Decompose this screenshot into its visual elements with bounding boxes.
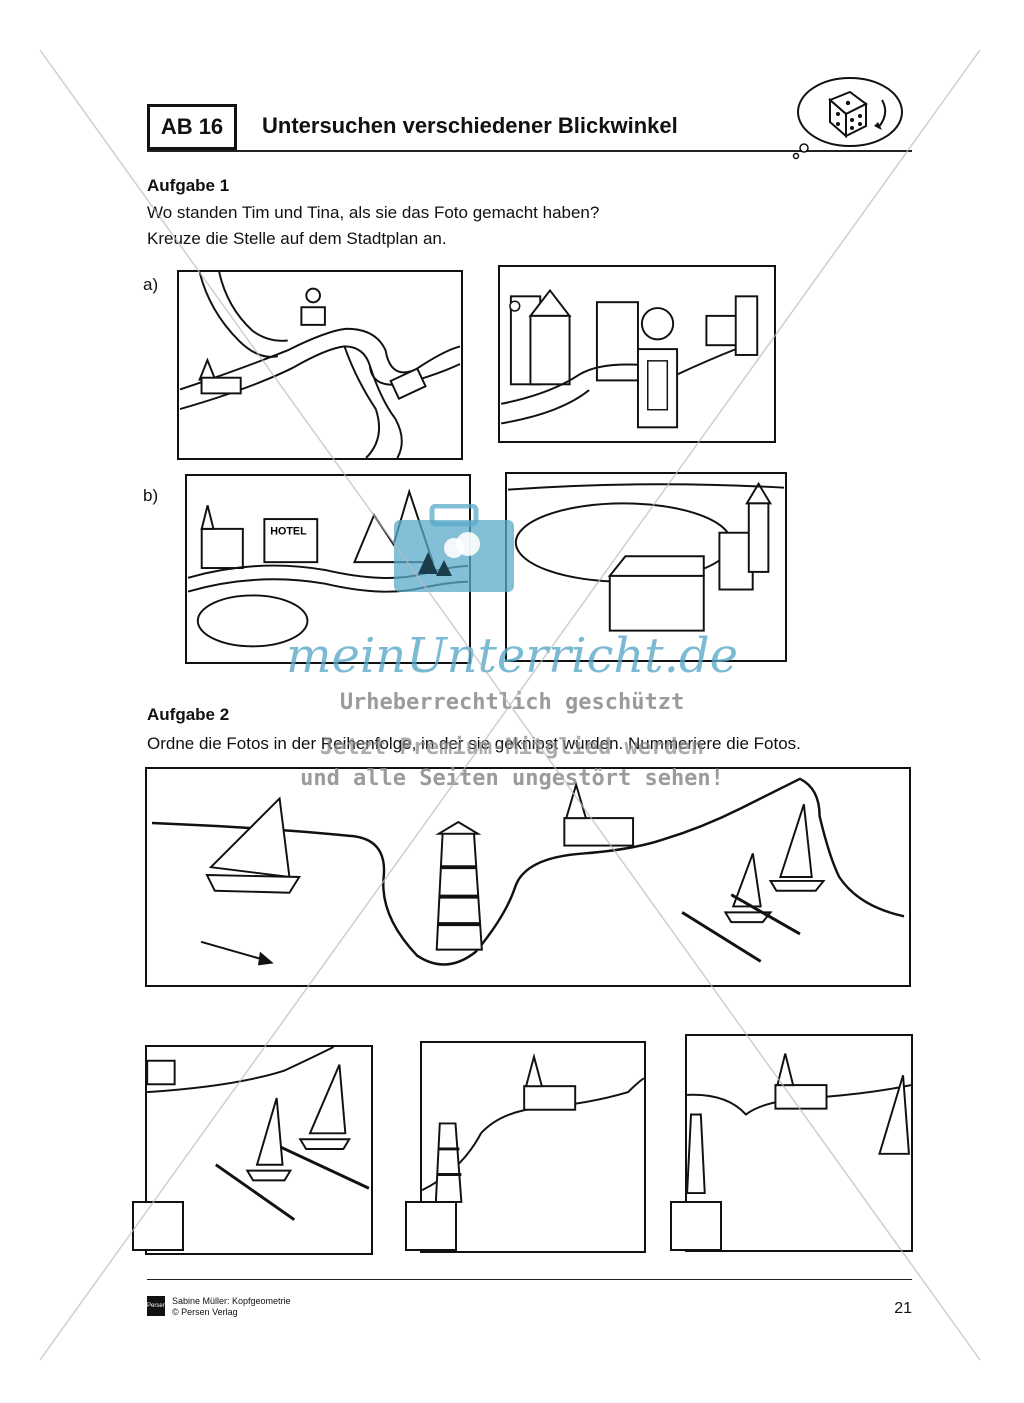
task1-line-1: Wo standen Tim und Tina, als sie das Fot…: [147, 203, 600, 222]
header-rule: [147, 150, 912, 152]
lake-photo-drawing: [507, 481, 785, 632]
photo-option-3: [685, 1034, 913, 1252]
task1-label-a: a): [143, 275, 159, 294]
footer-author: Sabine Müller: Kopfgeometrie: [172, 1296, 291, 1306]
photo-2-number-box[interactable]: [405, 1201, 457, 1251]
dice-thought-bubble-icon: [792, 77, 903, 160]
photo-a-town: [498, 265, 776, 443]
photo-1-number-box[interactable]: [132, 1201, 184, 1251]
footer-rule: [147, 1279, 912, 1280]
worksheet-title: Untersuchen verschiedener Blickwinkel: [262, 113, 678, 138]
task1-label-b: b): [143, 486, 159, 505]
photo-1-drawing: [147, 1047, 370, 1221]
task1-title: Aufgabe 1: [147, 176, 230, 195]
worksheet-badge: AB 16: [147, 104, 237, 150]
task2-title: Aufgabe 2: [147, 705, 230, 724]
footer-copyright: © Persen Verlag: [172, 1307, 238, 1317]
coast-overview-drawing: [145, 767, 911, 987]
town-photo-drawing: [500, 288, 759, 429]
town-map-drawing: [179, 272, 461, 458]
watermark-briefcase-icon: [394, 504, 514, 592]
photo-option-2: [420, 1041, 646, 1253]
task2-text: Ordne die Fotos in der Reihenfolge, in d…: [147, 734, 801, 753]
persen-logo: Persen: [147, 1296, 166, 1316]
page-number: 21: [894, 1300, 912, 1317]
photo-b-lake: [505, 472, 787, 662]
photo-3-drawing: [687, 1053, 911, 1195]
coast-overview-svg: [151, 777, 905, 966]
lake-map-drawing: HOTEL: [187, 488, 468, 648]
map-b-lake[interactable]: HOTEL: [185, 474, 471, 664]
hotel-sign: HOTEL: [270, 526, 307, 538]
photo-3-number-box[interactable]: [670, 1201, 722, 1251]
photo-2-drawing: [422, 1052, 644, 1203]
task1-line-2: Kreuze die Stelle auf dem Stadtplan an.: [147, 229, 447, 248]
map-a-town[interactable]: [177, 270, 463, 460]
